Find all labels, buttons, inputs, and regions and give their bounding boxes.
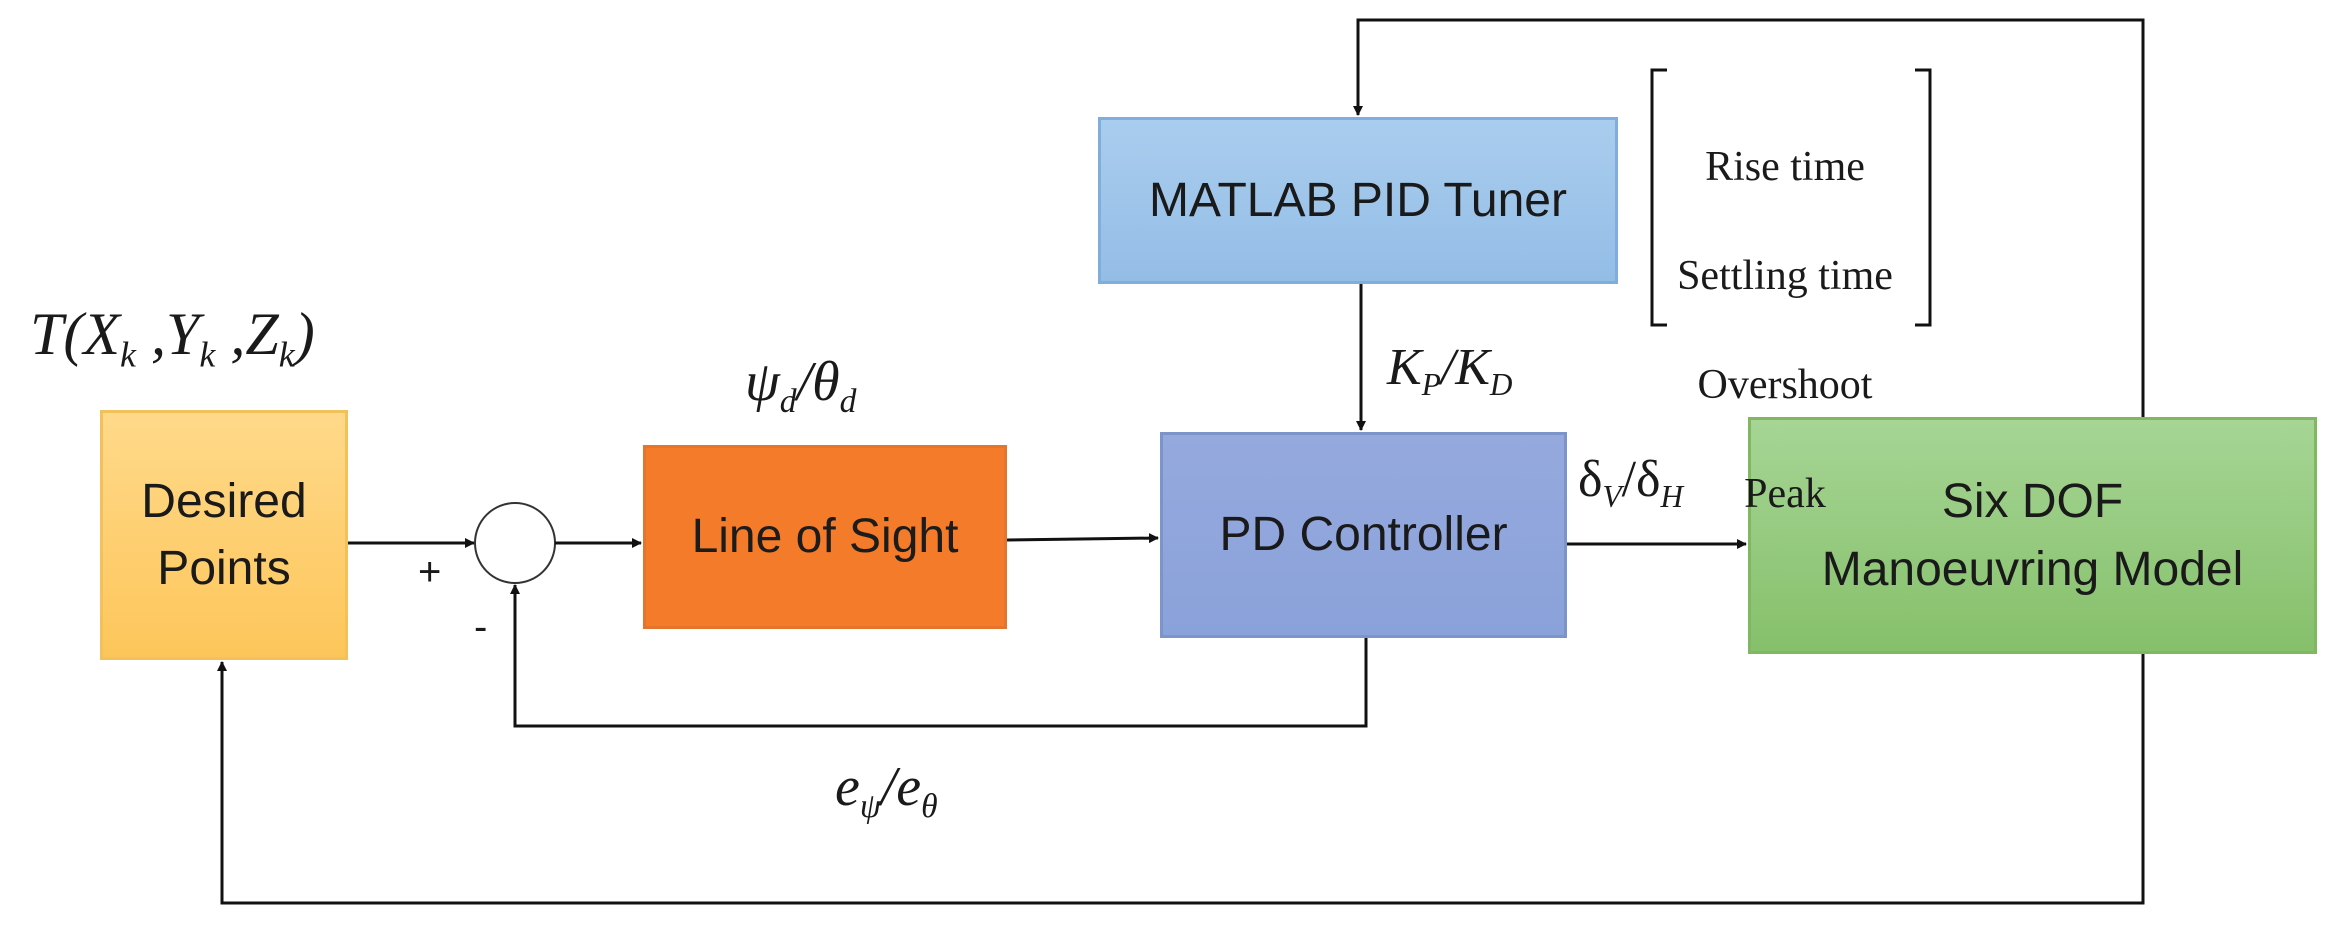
criterion-overshoot: Overshoot: [1697, 361, 1873, 408]
line-of-sight-block: Line of Sight: [643, 445, 1007, 629]
controller-gains-label: KP/KD: [1387, 339, 1513, 402]
arrow-los-to-pd: [1006, 533, 1159, 544]
six-dof-model-block: Six DOF Manoeuvring Model: [1748, 417, 2317, 654]
six-dof-model-label: Six DOF Manoeuvring Model: [1821, 475, 2244, 596]
summing-junction: [474, 502, 556, 584]
arrow-sixdof-to-desired: [217, 654, 2145, 905]
pd-controller-block: PD Controller: [1160, 432, 1567, 638]
criterion-rise-time: Rise time: [1705, 143, 1865, 190]
arrow-error-feedback: [510, 584, 1368, 728]
desired-points-label: Desired Points: [141, 474, 307, 595]
criterion-peak: Peak: [1744, 471, 1826, 518]
line-of-sight-label: Line of Sight: [691, 510, 959, 564]
criteria-left-bracket: [1650, 68, 1667, 327]
pid-tuner-label: MATLAB PID Tuner: [1149, 173, 1567, 227]
rudder-deflection-label: δV/δH: [1578, 451, 1684, 514]
arrow-sixdof-to-tuner: [1353, 18, 2145, 417]
tuning-criteria-list: Rise time Settling time Overshoot Peak: [1660, 85, 1910, 576]
target-points-label: T(Xk ,Yk ,Zk): [30, 301, 315, 375]
desired-points-block: Desired Points: [100, 410, 348, 660]
sum-plus-sign: +: [418, 550, 442, 594]
pid-tuner-block: MATLAB PID Tuner: [1098, 117, 1618, 284]
criterion-settling-time: Settling time: [1677, 252, 1893, 299]
criteria-right-bracket: [1915, 68, 1932, 327]
tracking-error-label: eψ/eθ: [835, 756, 938, 825]
pd-controller-label: PD Controller: [1219, 508, 1508, 562]
heading-reference-label: ψd/θd: [745, 351, 857, 420]
sum-minus-sign: -: [474, 605, 488, 649]
